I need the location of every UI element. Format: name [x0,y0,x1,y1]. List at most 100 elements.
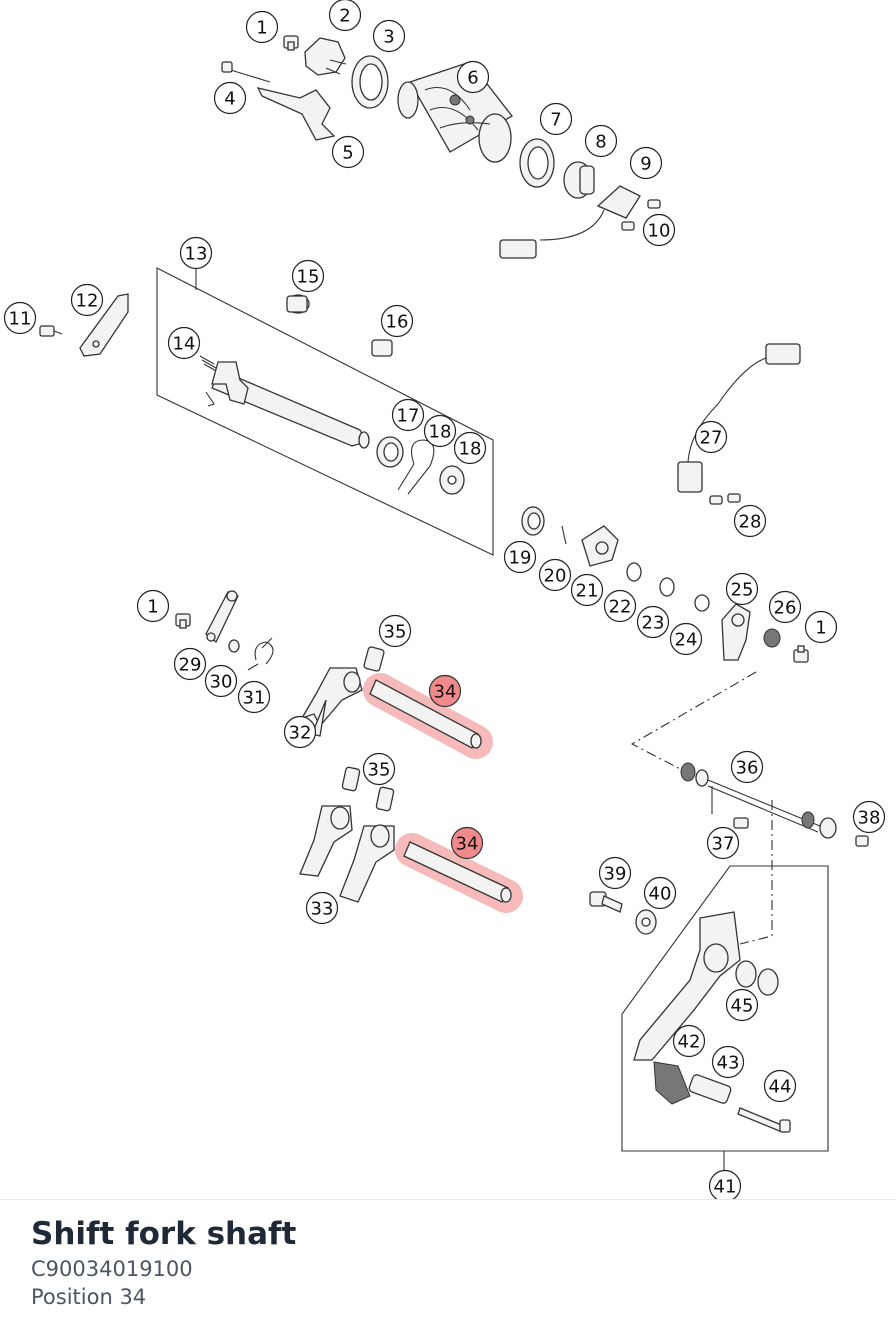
callout-circle [539,102,573,136]
callout-28: 28 [733,504,767,538]
callout-circle [636,605,670,639]
callout-number: 12 [76,291,99,312]
callout-42: 42 [672,1024,706,1058]
bracket-group [39,293,129,357]
callout-circle [204,664,238,698]
callout-24: 24 [669,622,703,656]
callout-number: 42 [678,1032,701,1053]
callout-circle [283,715,317,749]
callout-labels: 1234567891011121314151617181819202122232… [3,0,886,1199]
callout-circle [706,826,740,860]
selector-group [521,506,809,663]
callout-34[interactable]: 34 [450,826,484,860]
callout-27: 27 [694,420,728,454]
callout-circle [598,856,632,890]
callout-32: 32 [283,715,317,749]
callout-number: 32 [289,723,312,744]
callout-34[interactable]: 34 [428,674,462,708]
callout-7: 7 [539,102,573,136]
callout-circle [730,750,764,784]
callout-number: 17 [397,406,420,427]
shift-fork-shaft-lower[interactable] [395,833,523,913]
callout-8: 8 [584,124,618,158]
callout-number: 22 [609,597,632,618]
callout-circle [453,431,487,465]
callout-number: 41 [714,1177,737,1198]
callout-number: 9 [640,154,651,175]
callout-circle [380,304,414,338]
callout-17: 17 [391,398,425,432]
callout-number: 35 [384,622,407,643]
callout-3: 3 [372,19,406,53]
callout-2: 2 [328,0,362,32]
part-position: Position 34 [31,1285,147,1309]
callout-circle [70,283,104,317]
callout-number: 1 [256,18,267,39]
callout-36: 36 [730,750,764,784]
callout-14: 14 [167,326,201,360]
callout-number: 40 [649,884,672,905]
callout-number: 6 [467,68,478,89]
callout-44: 44 [763,1069,797,1103]
assembly-line-shift-shaft [630,671,757,773]
shift-fork-shaft-upper[interactable] [363,673,493,759]
callout-33: 33 [305,891,339,925]
callout-circle [804,610,838,644]
callout-circle [629,146,663,180]
callout-number: 15 [297,267,320,288]
callout-circle [428,674,462,708]
callout-number: 34 [434,682,457,703]
callout-number: 30 [210,672,233,693]
callout-number: 24 [675,630,698,651]
callout-circle [456,60,490,94]
callout-number: 44 [769,1077,792,1098]
callout-26: 26 [768,590,802,624]
callout-number: 29 [179,655,202,676]
callout-number: 43 [717,1053,740,1074]
shift-forks-group [299,646,395,903]
callout-13: 13 [179,236,213,270]
callout-number: 27 [700,428,723,449]
callout-circle [711,1045,745,1079]
callout-number: 18 [459,439,482,460]
callout-23: 23 [636,605,670,639]
drum-group [221,35,661,259]
callout-25: 25 [725,572,759,606]
callout-circle [669,622,703,656]
callout-circle [768,590,802,624]
callout-circle [3,301,37,335]
gear-sensor-group [677,343,801,505]
callout-circle [237,680,271,714]
callout-circle [179,236,213,270]
callout-number: 37 [712,834,735,855]
callout-41: 41 [708,1169,742,1199]
callout-18: 18 [423,414,457,448]
callout-number: 8 [595,132,606,153]
callout-circle [391,398,425,432]
callout-circle [694,420,728,454]
callout-30: 30 [204,664,238,698]
callout-number: 21 [576,581,599,602]
callout-45: 45 [725,988,759,1022]
callout-number: 26 [774,598,797,619]
callout-number: 31 [243,688,266,709]
callout-circle [423,414,457,448]
callout-circle [173,647,207,681]
callout-1: 1 [804,610,838,644]
callout-circle [450,826,484,860]
callout-circle [643,876,677,910]
callout-number: 10 [648,221,671,242]
callout-number: 2 [339,6,350,27]
callout-number: 4 [224,89,235,110]
callout-circle [852,800,886,834]
callout-15: 15 [291,259,325,293]
callout-circle [763,1069,797,1103]
exploded-parts-diagram: 1234567891011121314151617181819202122232… [3,0,886,1199]
callout-circle [672,1024,706,1058]
callout-43: 43 [711,1045,745,1079]
callout-circle [584,124,618,158]
callout-1: 1 [245,10,279,44]
callout-number: 34 [456,834,479,855]
callout-circle [378,614,412,648]
callout-circle [362,752,396,786]
